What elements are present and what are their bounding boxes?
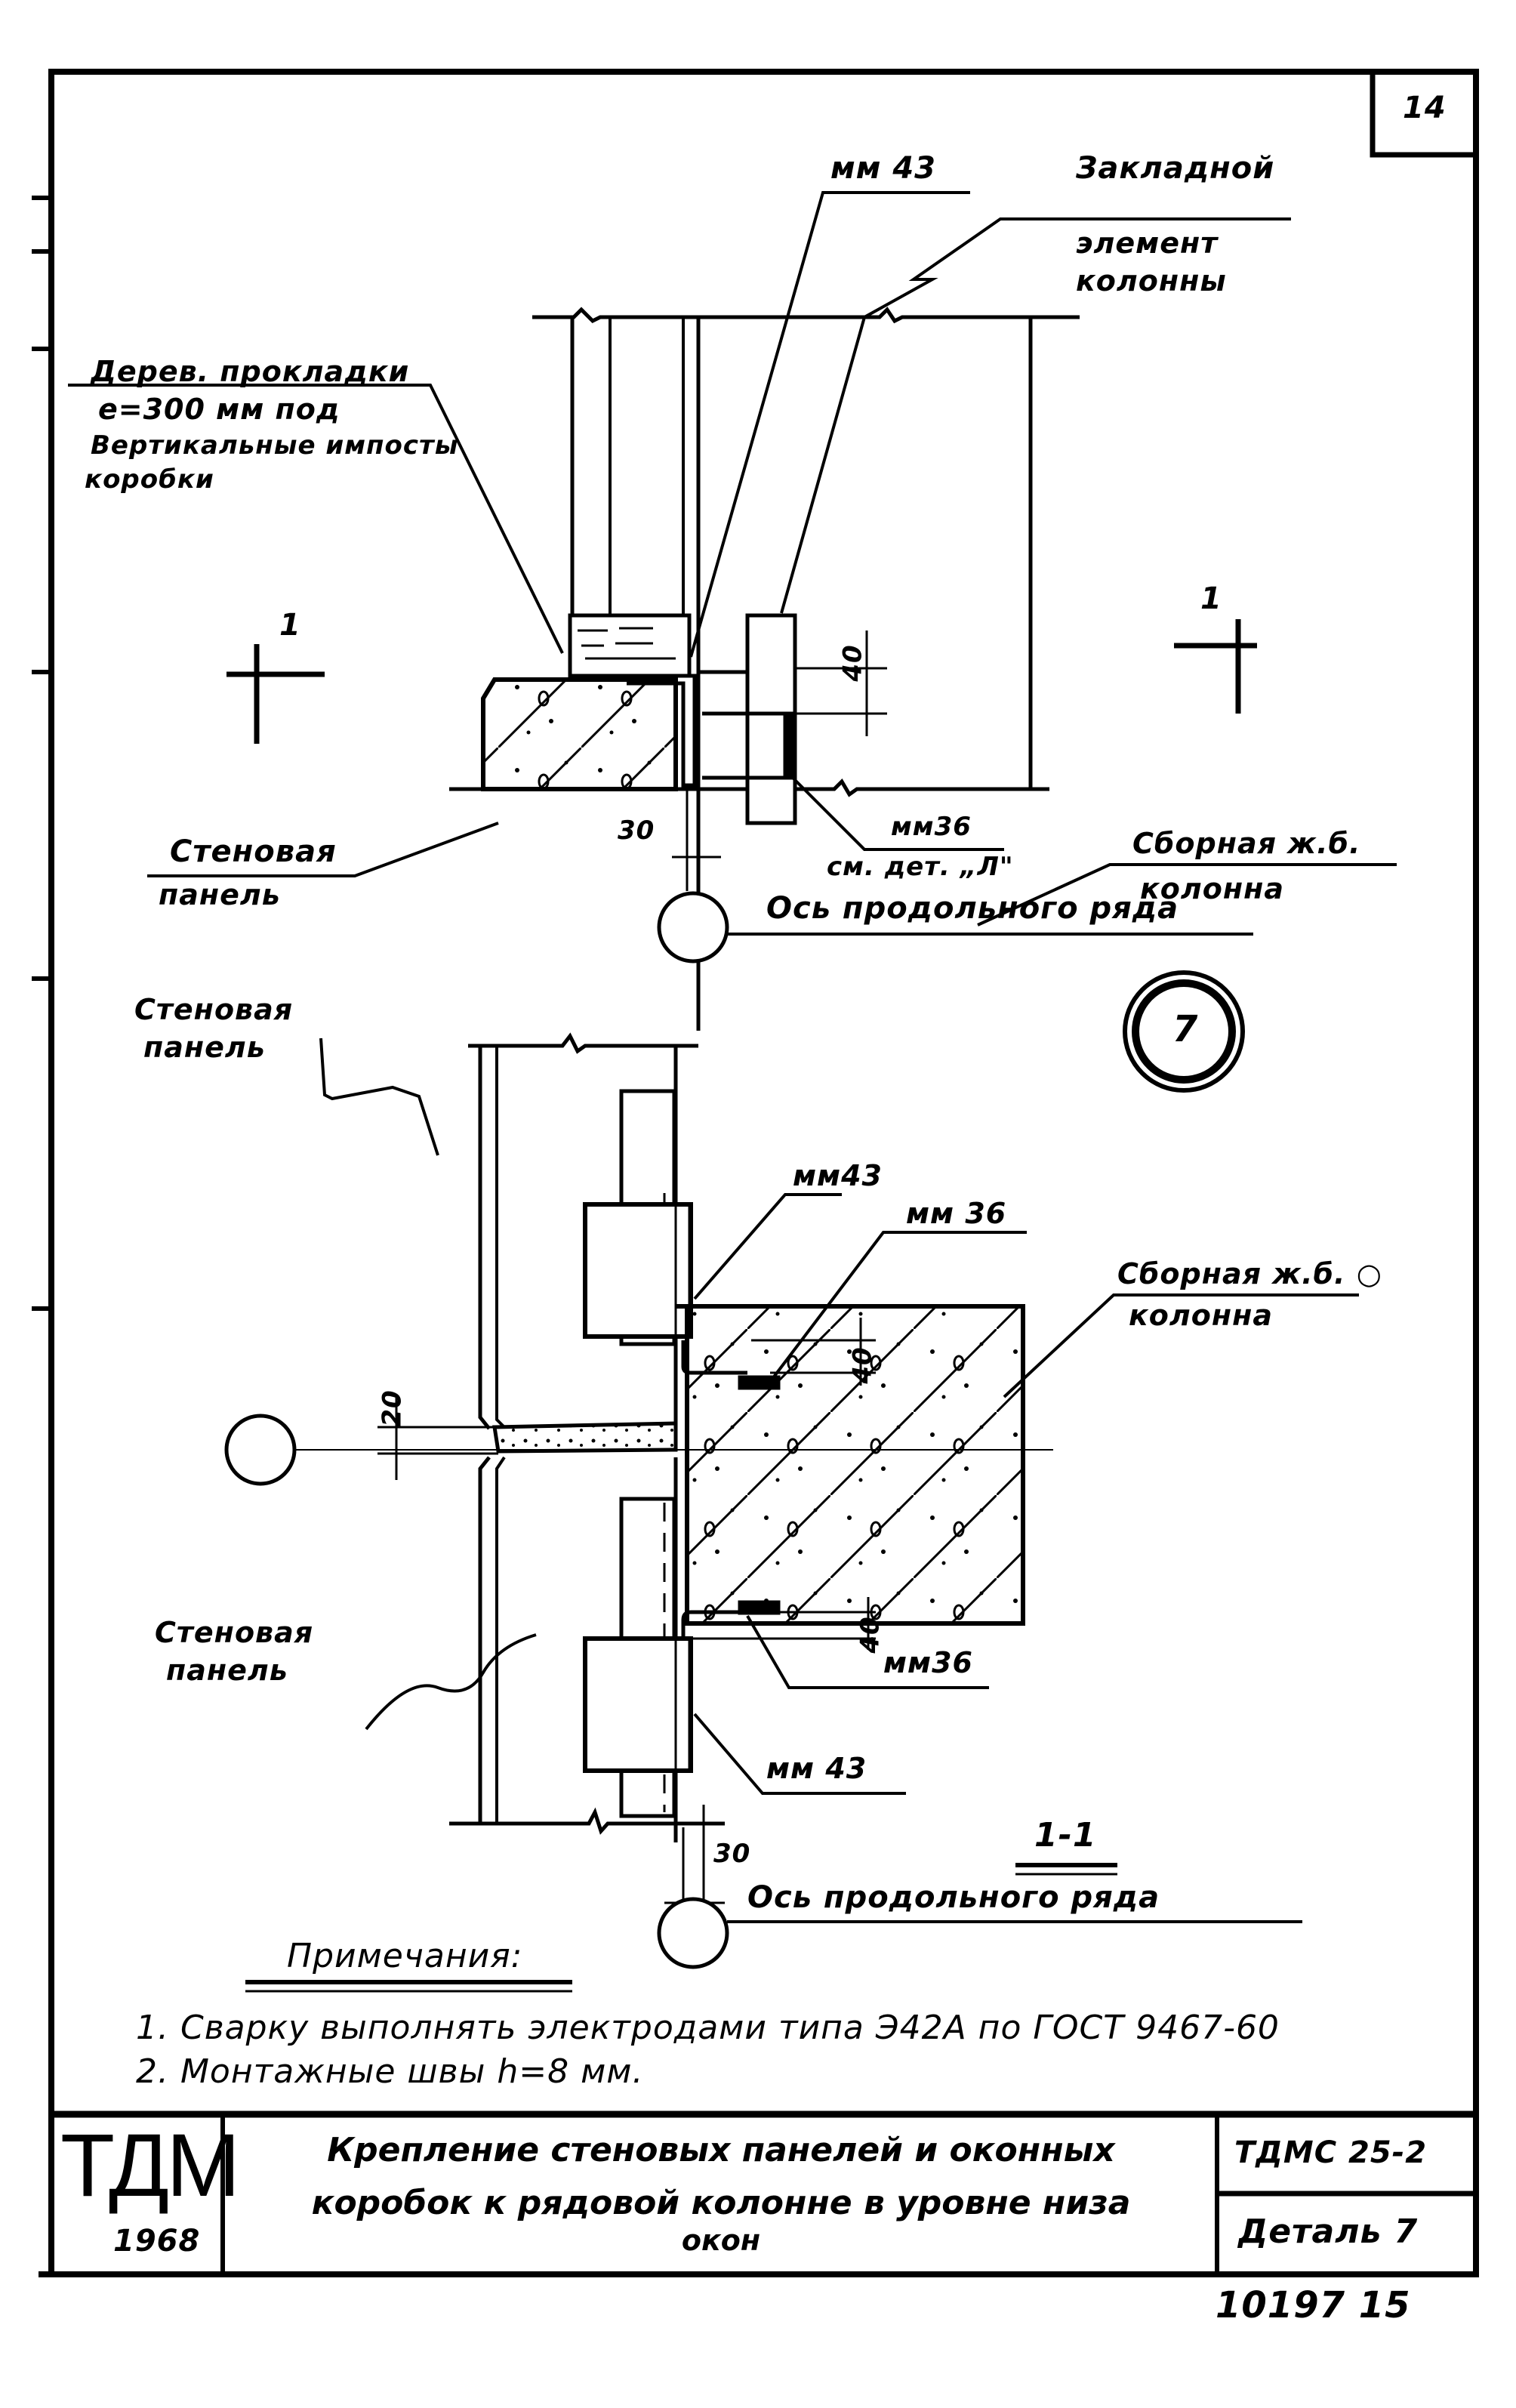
page-number: 14 <box>1403 91 1447 125</box>
detail-number-label: Деталь 7 <box>1238 2212 1419 2251</box>
embedded-element-label-2: элемент <box>1076 227 1219 260</box>
wood-pads-note-2: коробки <box>85 464 214 495</box>
notes-heading: Примечания: <box>287 1937 523 1975</box>
drawing-title-line-3: окон <box>681 2224 761 2257</box>
dim-40-top: 40 <box>837 644 868 682</box>
title-block-frame <box>51 2110 1476 2274</box>
dim-30-bottom: 30 <box>713 1839 751 1869</box>
wood-pads-label: Дерев. прокладки <box>91 355 410 388</box>
drawing-title-line-2: коробок к рядовой колонне в уровне низа <box>311 2184 1131 2222</box>
plate-43-top-label: мм43 <box>793 1159 883 1192</box>
dim-40-upper: 40 <box>847 1346 878 1384</box>
dim-40-lower: 40 <box>855 1616 886 1654</box>
title-year: 1968 <box>113 2224 201 2258</box>
plate-43-bottom-label: мм 43 <box>766 1752 867 1785</box>
wall-panel-bottom-label-2: панель <box>166 1654 288 1687</box>
detail-marker <box>1123 970 1245 1093</box>
plate-36-top-label: мм 36 <box>906 1197 1007 1230</box>
page-number-box <box>1370 69 1479 158</box>
note-item-1: 1. Сварку выполнять электродами типа Э42… <box>136 2009 1280 2047</box>
section-mark-left: 1 <box>279 608 301 643</box>
sheet-frame <box>32 69 1479 2277</box>
dim-30-top: 30 <box>618 816 655 846</box>
column-label: Сборная ж.б. <box>1132 827 1361 860</box>
wall-panel-bottom-label: Стеновая <box>155 1616 314 1649</box>
plate-43-label: мм 43 <box>830 151 936 186</box>
wood-pads-spacing: e=300 мм под <box>98 393 340 426</box>
wall-panel-label: Стеновая <box>170 834 337 869</box>
top-detail-drawing <box>68 191 1397 1031</box>
footer-code: 10197 15 <box>1216 2284 1411 2326</box>
dim-20: 20 <box>377 1389 408 1427</box>
plate-36-ref: см. дет. „Л" <box>827 852 1014 882</box>
wall-panel-top-label: Стеновая <box>134 993 294 1026</box>
detail-number: 7 <box>1172 1008 1199 1050</box>
embedded-element-label: Закладной <box>1076 151 1275 186</box>
plate-36-bottom-label: мм36 <box>883 1646 974 1679</box>
column-section-label: Сборная ж.б. ○ <box>1117 1257 1382 1290</box>
wall-panel-label-2: панель <box>159 878 281 911</box>
axis-label-top: Ось продольного ряда <box>766 891 1179 926</box>
drawing-title-line-1: Крепление стеновых панелей и оконных <box>327 2131 1115 2169</box>
axis-label-bottom: Ось продольного ряда <box>747 1880 1160 1915</box>
plate-36-label: мм36 <box>891 812 972 842</box>
embedded-element-label-3: колонны <box>1076 264 1227 298</box>
note-item-2: 2. Монтажные швы h=8 мм. <box>136 2052 644 2091</box>
section-1-1-drawing <box>224 1032 1359 1993</box>
series-code: ТДМС 25-2 <box>1234 2135 1428 2170</box>
column-label-2: колонна <box>1140 872 1284 905</box>
wall-panel-top-label-2: панель <box>143 1031 266 1064</box>
organization-logo: ТДМ <box>60 2116 240 2215</box>
section-mark-right: 1 <box>1200 581 1222 616</box>
column-section-label-2: колонна <box>1129 1299 1273 1332</box>
section-title: 1-1 <box>1034 1816 1097 1855</box>
wood-pads-note: Вертикальные импосты <box>91 430 459 461</box>
